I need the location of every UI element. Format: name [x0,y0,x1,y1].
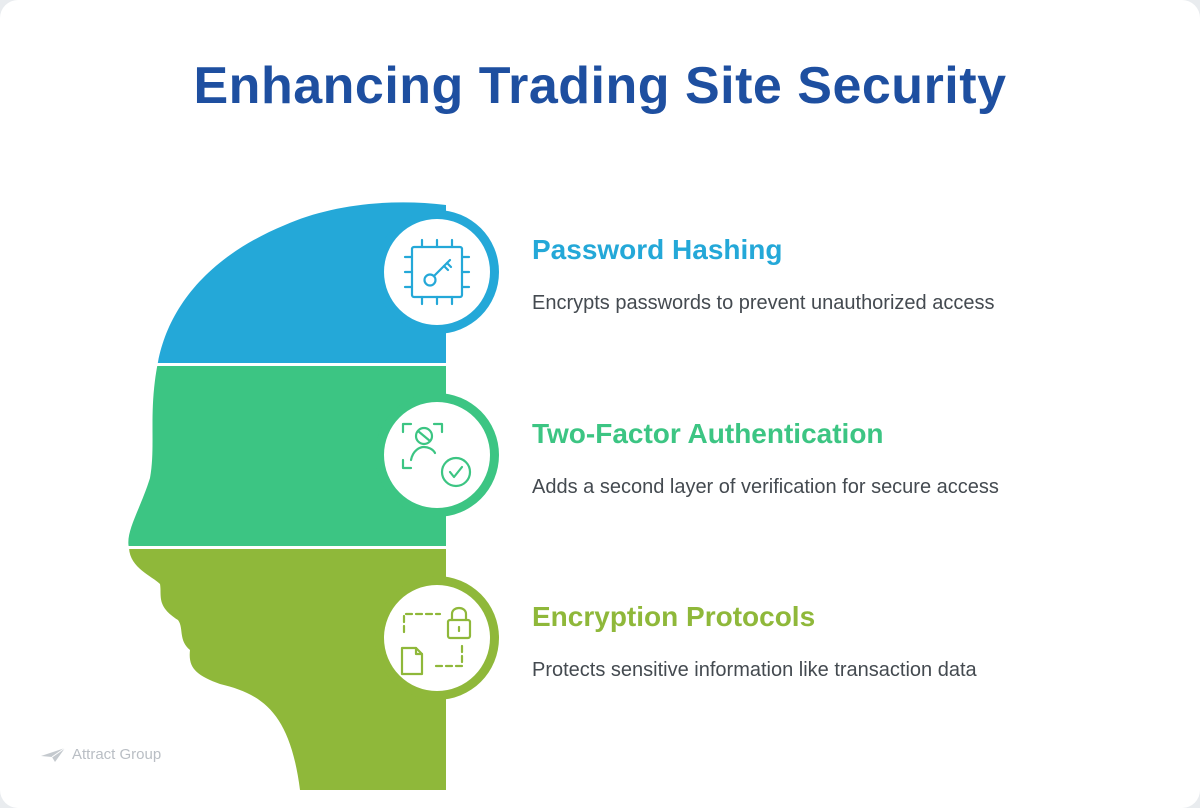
page-title: Enhancing Trading Site Security [193,57,1007,115]
item-title-encryption: Encryption Protocols [532,601,816,632]
item-title-password-hashing: Password Hashing [532,234,783,265]
file-lock-transfer-icon [400,606,472,676]
badge-encryption [375,576,499,700]
badge-two-factor [375,393,499,517]
key-chip-icon [403,238,471,306]
watermark: Attract Group [40,746,161,763]
item-desc-password-hashing: Encrypts passwords to prevent unauthoriz… [532,292,995,314]
face-id-check-icon [401,422,472,488]
watermark-text: Attract Group [72,746,162,763]
item-desc-encryption: Protects sensitive information like tran… [532,659,977,681]
item-title-two-factor: Two-Factor Authentication [532,418,884,449]
item-desc-two-factor: Adds a second layer of verification for … [532,476,999,498]
paper-plane-logo-icon [41,747,66,762]
